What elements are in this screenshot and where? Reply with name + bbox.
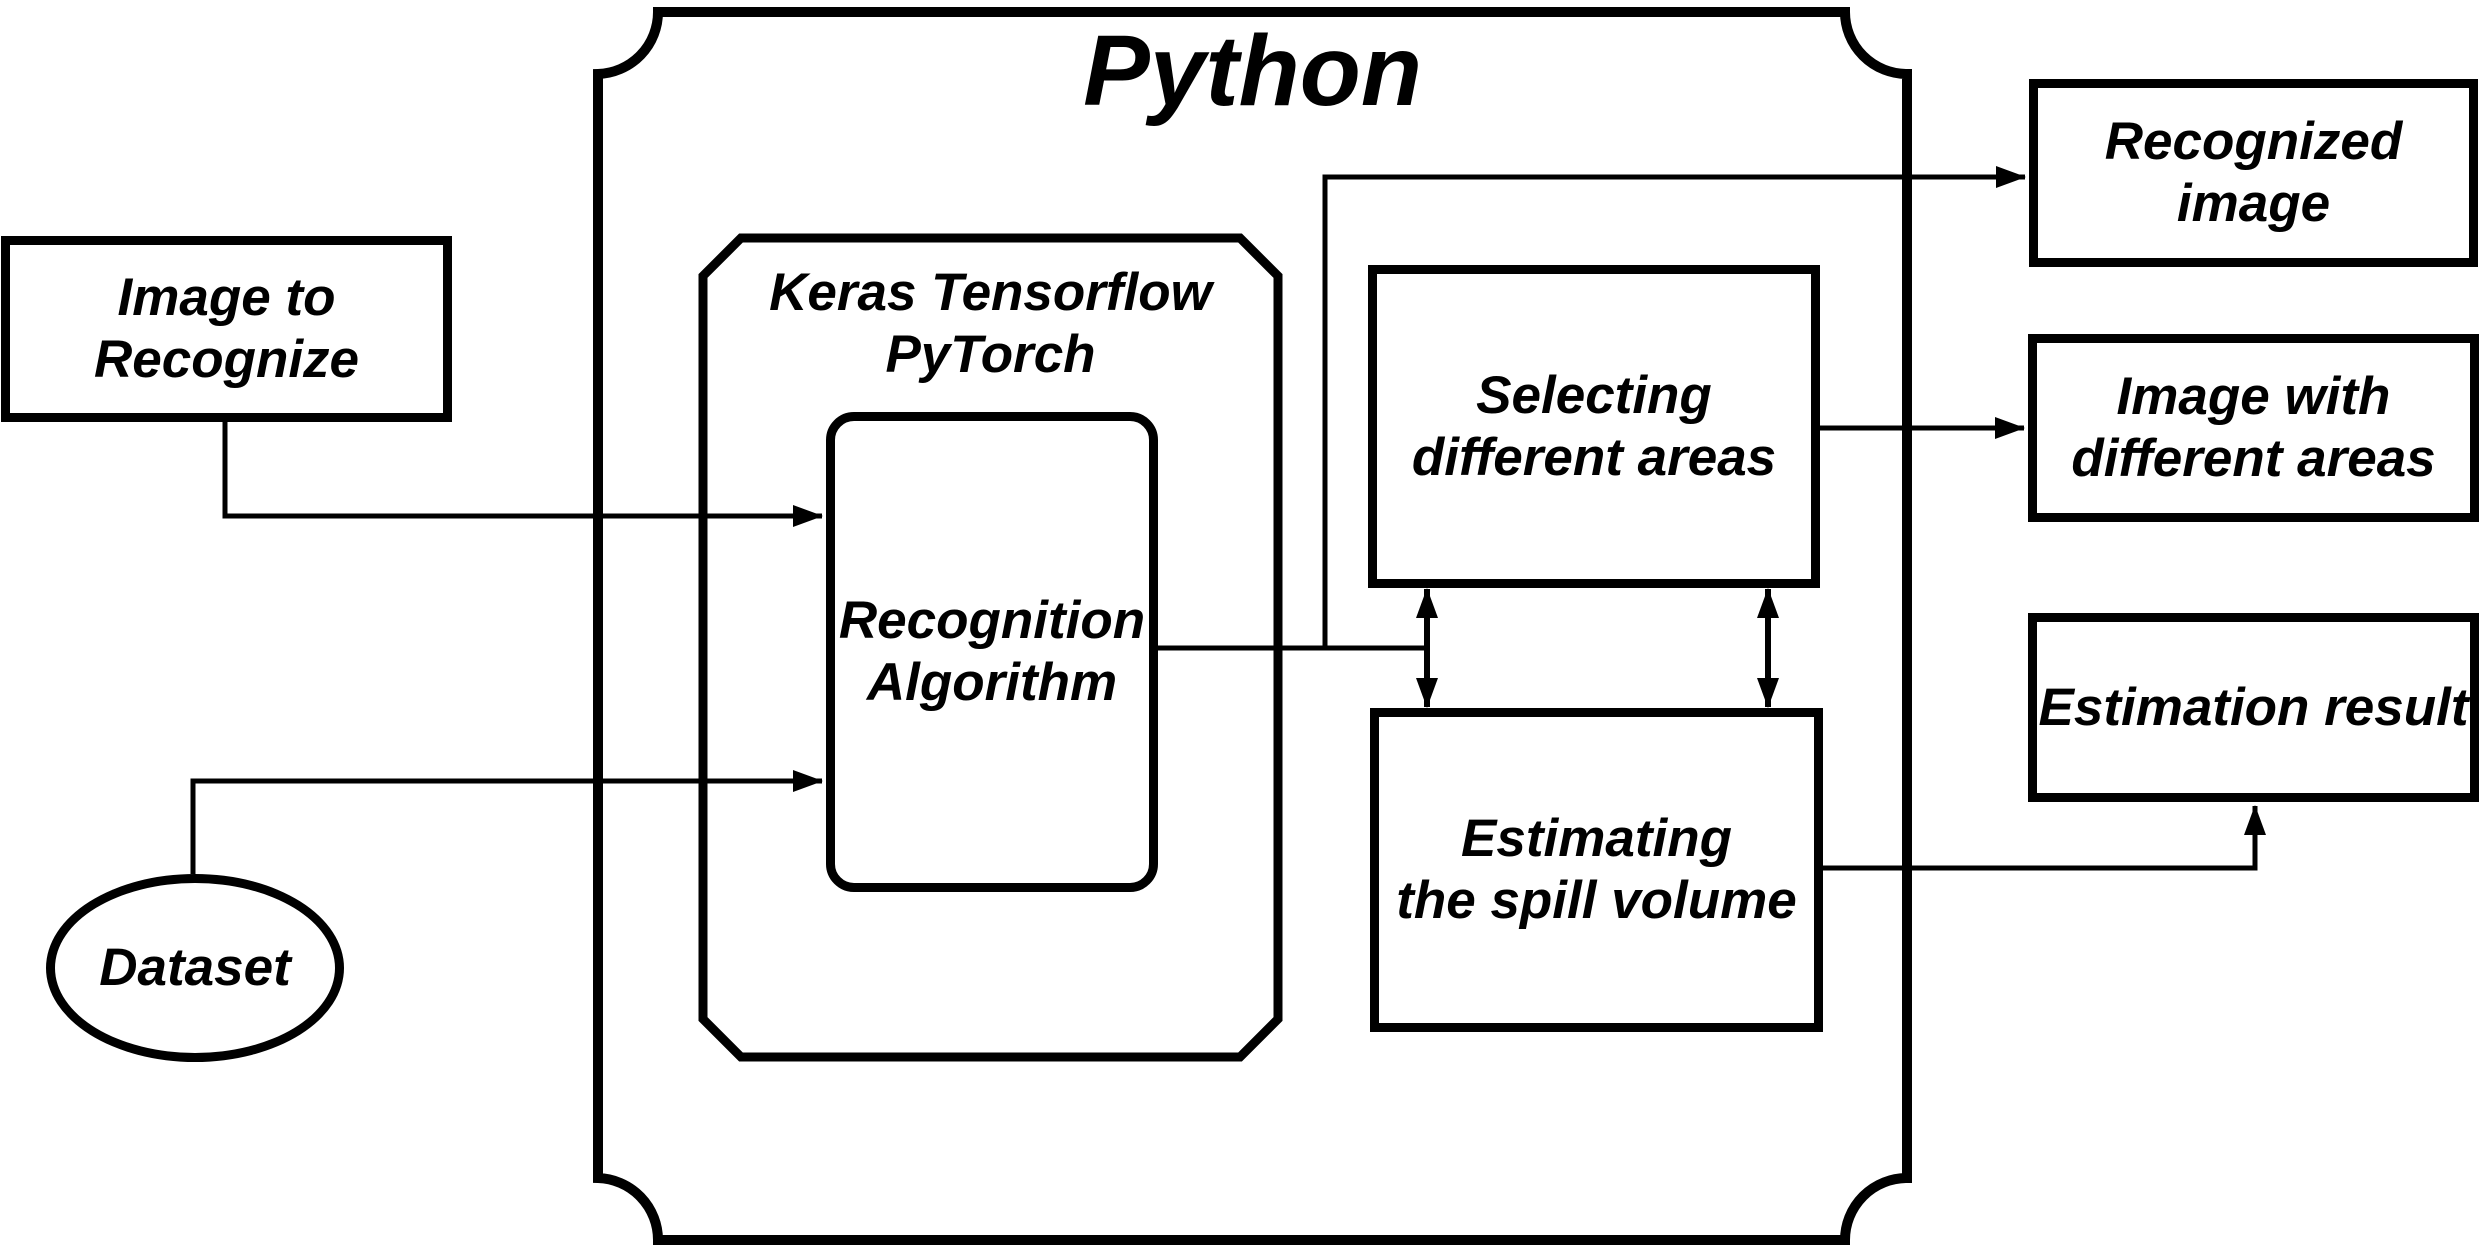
selecting-areas-line2: different areas xyxy=(1411,427,1777,487)
frameworks-label-line1: Keras Tensorflow xyxy=(769,263,1212,322)
python-container-outline xyxy=(593,7,1912,1245)
recognized-image-line2: image xyxy=(2176,174,2331,233)
node-image-to-recognize: Image to Recognize xyxy=(1,236,452,422)
node-recognition-algorithm: Recognition Algorithm xyxy=(826,412,1158,892)
selecting-areas-line1: Selecting xyxy=(1476,365,1712,425)
estimation-result-label: Estimation result xyxy=(2038,677,2469,737)
recognition-algorithm-line2: Algorithm xyxy=(866,653,1118,712)
connector-estimating-to-result xyxy=(1823,805,2266,871)
image-to-recognize-line1: Image to xyxy=(117,268,336,327)
node-recognized-image: Recognized image xyxy=(2029,79,2478,267)
connector-image-to-algorithm xyxy=(222,422,823,527)
node-selecting-different-areas: Selecting different areas xyxy=(1368,265,1820,588)
image-to-recognize-line2: Recognize xyxy=(93,330,360,389)
frameworks-label-line2: PyTorch xyxy=(885,325,1096,384)
frameworks-container-outline xyxy=(698,233,1283,1062)
estimating-volume-line2: the spill volume xyxy=(1396,871,1797,930)
estimating-volume-line1: Estimating xyxy=(1461,809,1732,868)
python-container-title: Python xyxy=(1083,15,1422,127)
node-dataset: Dataset xyxy=(46,874,344,1062)
node-image-with-different-areas: Image with different areas xyxy=(2028,334,2479,522)
node-estimating-spill-volume: Estimating the spill volume xyxy=(1370,708,1823,1032)
node-estimation-result: Estimation result xyxy=(2028,613,2479,802)
connector-algorithm-to-recognized-image xyxy=(1322,166,2026,648)
frameworks-label: Keras Tensorflow PyTorch xyxy=(703,262,1278,386)
connector-dataset-to-algorithm xyxy=(190,770,823,874)
dataset-label: Dataset xyxy=(99,938,291,997)
recognition-algorithm-line1: Recognition xyxy=(838,591,1146,650)
recognized-image-line1: Recognized xyxy=(2104,112,2403,171)
image-with-areas-line1: Image with xyxy=(2116,367,2391,426)
image-with-areas-line2: different areas xyxy=(2071,429,2436,488)
